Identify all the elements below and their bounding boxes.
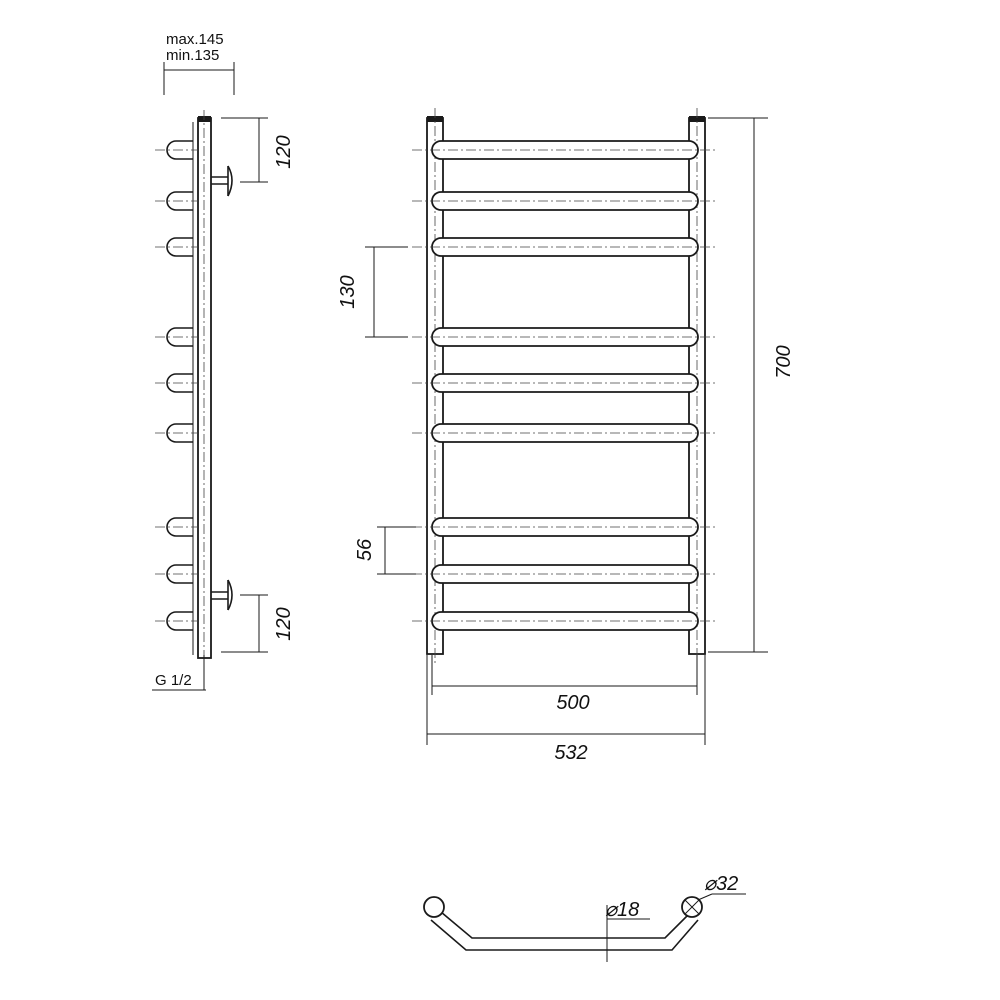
depth-min-label: min.135: [166, 47, 219, 64]
front-view: 130 56 700 500 532: [337, 108, 795, 764]
side-rungs: [155, 140, 198, 631]
side-rail: [197, 117, 212, 659]
top-offset-label: 120: [273, 135, 295, 168]
front-rungs: [412, 140, 716, 631]
rung-diameter-label: ⌀18: [605, 899, 639, 921]
height-label: 700: [773, 345, 795, 378]
wall-brackets: [211, 165, 233, 611]
section-view: ⌀18 ⌀32: [423, 873, 746, 962]
left-rail-section: [423, 896, 445, 918]
rung-gap-label: 56: [354, 538, 376, 561]
bottom-offset-label: 120: [273, 607, 295, 640]
thread-label: G 1/2: [155, 672, 192, 689]
side-rail-cap: [198, 116, 211, 122]
rung-pitch-label: 130: [337, 275, 359, 308]
inner-width-label: 500: [556, 692, 589, 714]
rail-diameter-label: ⌀32: [704, 873, 738, 895]
side-view: max.145 min.135: [152, 31, 295, 691]
depth-max-label: max.145: [166, 31, 224, 48]
outer-width-label: 532: [554, 742, 587, 764]
